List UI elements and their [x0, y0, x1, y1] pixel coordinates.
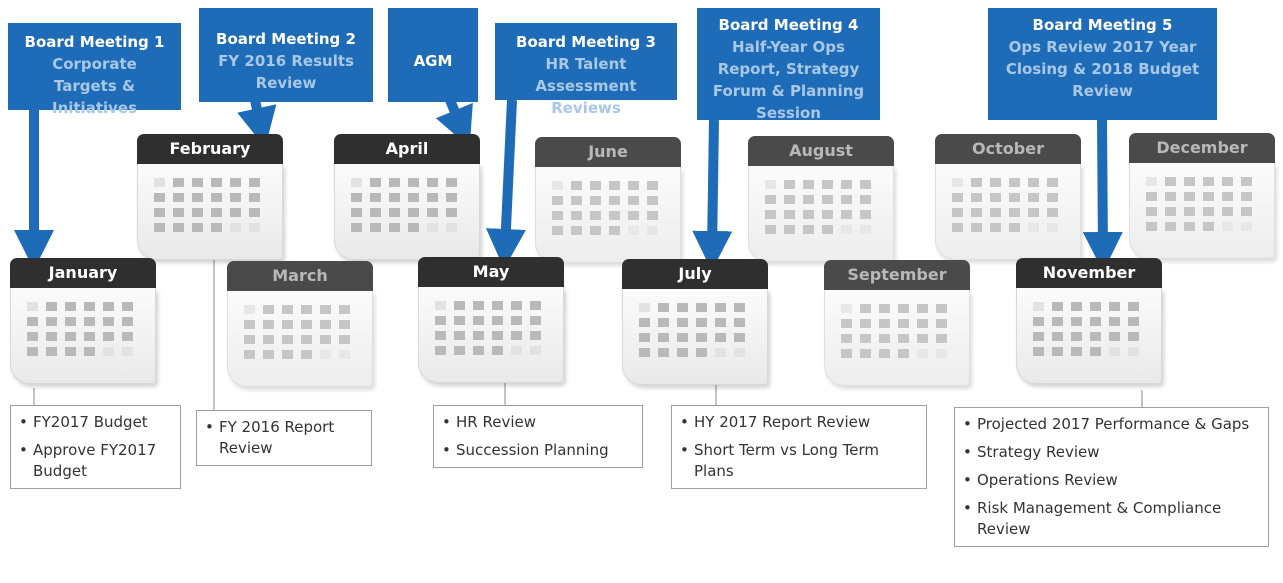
- calendar-february: February: [137, 134, 283, 260]
- note-item: FY 2016 Report Review: [205, 417, 365, 459]
- callout-title: Board Meeting 4: [718, 16, 859, 34]
- calendar-july: July: [622, 259, 768, 385]
- calendar-grid: [227, 291, 373, 387]
- month-label: April: [334, 134, 480, 164]
- calendar-december: December: [1129, 133, 1275, 259]
- calendar-january: January: [10, 258, 156, 384]
- callout-title: Board Meeting 5: [1032, 16, 1173, 34]
- arrow-agm: [435, 98, 473, 148]
- callout-title: AGM: [413, 52, 453, 70]
- callout-board-meeting-5: Board Meeting 5 Ops Review 2017 Year Clo…: [988, 8, 1217, 120]
- calendar-march: March: [227, 261, 373, 387]
- month-label: November: [1016, 258, 1162, 288]
- note-item: Risk Management & Compliance Review: [963, 498, 1262, 540]
- calendar-grid: [935, 164, 1081, 260]
- calendar-grid: [334, 164, 480, 260]
- notes-july: HY 2017 Report Review Short Term vs Long…: [671, 405, 927, 489]
- calendar-october: October: [935, 134, 1081, 260]
- arrow-board-meeting-3: [485, 99, 526, 269]
- calendar-april: April: [334, 134, 480, 260]
- callout-subtitle: HR Talent Assessment Reviews: [535, 55, 637, 117]
- calendar-grid: [824, 290, 970, 386]
- note-item: Operations Review: [963, 470, 1262, 491]
- note-item: HR Review: [442, 412, 636, 433]
- month-label: July: [622, 259, 768, 289]
- note-item: Succession Planning: [442, 440, 636, 461]
- calendar-november: November: [1016, 258, 1162, 384]
- calendar-august: August: [748, 136, 894, 262]
- month-label: February: [137, 134, 283, 164]
- callout-agm: AGM: [388, 8, 478, 102]
- arrow-board-meeting-5: [1082, 119, 1123, 272]
- calendar-grid: [418, 287, 564, 383]
- callout-title: Board Meeting 3: [516, 33, 656, 51]
- calendar-grid: [1016, 288, 1162, 384]
- month-label: June: [535, 137, 681, 167]
- note-item: Projected 2017 Performance & Gaps: [963, 414, 1262, 435]
- note-item: Short Term vs Long Term Plans: [680, 440, 920, 482]
- notes-january: FY2017 Budget Approve FY2017 Budget: [10, 405, 181, 489]
- callout-subtitle: Ops Review 2017 Year Closing & 2018 Budg…: [1005, 38, 1200, 100]
- calendar-grid: [137, 164, 283, 260]
- callout-subtitle: FY 2016 Results Review: [218, 52, 354, 92]
- month-label: January: [10, 258, 156, 288]
- calendar-grid: [535, 167, 681, 263]
- callout-board-meeting-3: Board Meeting 3 HR Talent Assessment Rev…: [495, 23, 677, 117]
- calendar-june: June: [535, 137, 681, 263]
- calendar-grid: [10, 288, 156, 384]
- month-label: December: [1129, 133, 1275, 163]
- calendar-may: May: [418, 257, 564, 383]
- calendar-grid: [1129, 163, 1275, 259]
- month-label: August: [748, 136, 894, 166]
- arrow-board-meeting-2: [237, 98, 277, 148]
- callout-board-meeting-2: Board Meeting 2 FY 2016 Results Review: [199, 8, 373, 102]
- notes-november: Projected 2017 Performance & Gaps Strate…: [954, 407, 1269, 547]
- calendar-grid: [748, 166, 894, 262]
- notes-february: FY 2016 Report Review: [196, 410, 372, 466]
- calendar-grid: [622, 289, 768, 385]
- callout-subtitle: Half-Year Ops Report, Strategy Forum & P…: [712, 38, 865, 122]
- note-item: Approve FY2017 Budget: [19, 440, 174, 482]
- note-item: FY2017 Budget: [19, 412, 174, 433]
- notes-may: HR Review Succession Planning: [433, 405, 643, 468]
- month-label: May: [418, 257, 564, 287]
- arrow-board-meeting-4: [692, 119, 733, 271]
- callout-title: Board Meeting 1: [24, 33, 165, 51]
- callout-board-meeting-4: Board Meeting 4 Half-Year Ops Report, St…: [697, 8, 880, 122]
- calendar-september: September: [824, 260, 970, 386]
- month-label: October: [935, 134, 1081, 164]
- callout-subtitle: Corporate Targets & Initiatives: [51, 55, 138, 117]
- callout-title: Board Meeting 2: [216, 30, 356, 48]
- note-item: Strategy Review: [963, 442, 1262, 463]
- month-label: September: [824, 260, 970, 290]
- month-label: March: [227, 261, 373, 291]
- callout-board-meeting-1: Board Meeting 1 Corporate Targets & Init…: [8, 23, 181, 117]
- note-item: HY 2017 Report Review: [680, 412, 920, 433]
